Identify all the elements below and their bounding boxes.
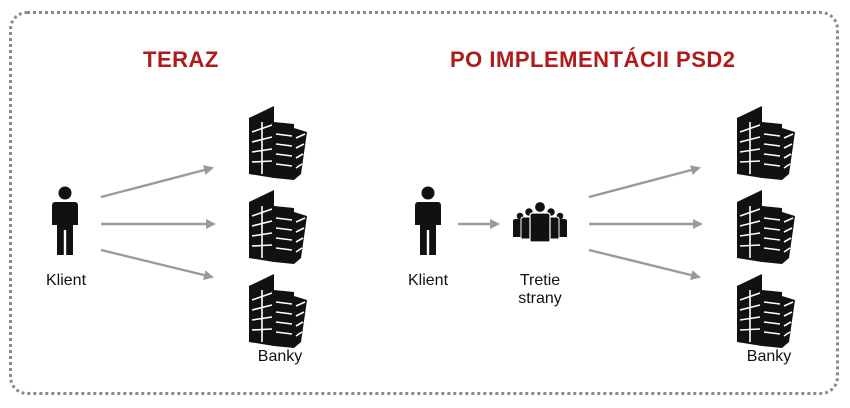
client-label-right: Klient [407,272,449,289]
dotted-frame [9,11,839,395]
third-party-label: Tretie strany [506,272,574,308]
bank-building-icon-right-3 [736,273,796,349]
third-party-label-line1: Tretie [519,272,561,289]
banks-label-right: Banky [746,348,792,365]
right-arrows [588,165,703,280]
third-party-group-icon [512,200,568,243]
bank-building-icon-right-2 [736,189,796,265]
client-person-icon-right [415,186,441,255]
bank-building-icon-left-2 [248,189,308,265]
right-heading: PO IMPLEMENTÁCII PSD2 [450,47,736,72]
bank-building-icon-left-1 [248,105,308,181]
third-party-label-line2: strany [518,290,562,307]
client-label-left: Klient [45,272,87,289]
left-heading: TERAZ [143,47,219,72]
bank-building-icon-left-3 [248,273,308,349]
client-person-icon-left [52,186,78,255]
bank-building-icon-right-1 [736,105,796,181]
left-arrows [100,165,216,280]
banks-label-left: Banky [257,348,303,365]
